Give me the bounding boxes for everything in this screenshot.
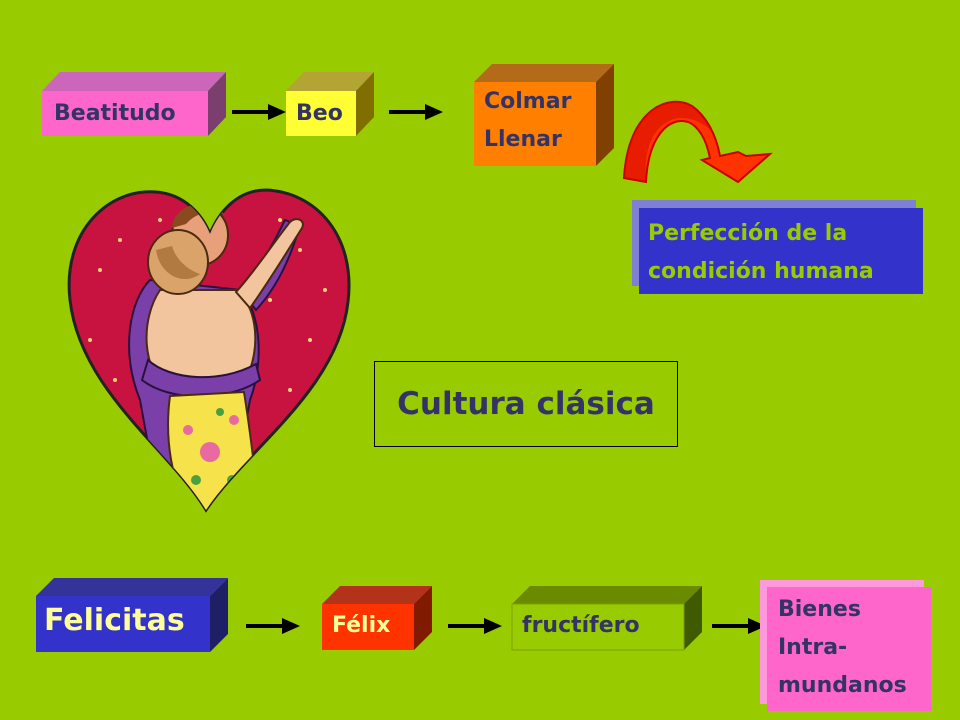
beo-box: Beo xyxy=(286,72,374,136)
beatitudo-box-shape xyxy=(42,72,226,136)
beo-label: Beo xyxy=(296,101,343,126)
felicitas-label: Felicitas xyxy=(44,603,185,638)
beo-box-shape xyxy=(286,72,374,136)
colmar-llenar-box-shape xyxy=(474,64,614,166)
arrow-right-icon xyxy=(232,104,286,120)
fructifero-box-shape xyxy=(511,586,702,651)
perfeccion-line2: condición humana xyxy=(648,259,874,284)
felix-label: Félix xyxy=(332,613,391,638)
bienes-line3: mundanos xyxy=(778,673,907,698)
felicitas-box: Felicitas xyxy=(36,578,228,652)
llenar-label: Llenar xyxy=(484,127,562,152)
bienes-box: Bienes Intra- mundanos xyxy=(760,580,932,712)
arrow-right-icon xyxy=(448,618,502,634)
colmar-label: Colmar xyxy=(484,89,572,114)
felix-box-shape xyxy=(322,586,432,650)
arrow-right-icon xyxy=(712,618,766,634)
bienes-line1: Bienes xyxy=(778,597,861,622)
perfeccion-line1: Perfección de la xyxy=(648,221,848,246)
colmar-llenar-box: Colmar Llenar xyxy=(474,64,614,166)
fructifero-label: fructífero xyxy=(522,613,640,638)
bienes-line2: Intra- xyxy=(778,635,848,660)
perfeccion-box-face xyxy=(639,208,923,294)
bienes-box-face xyxy=(767,587,931,711)
perfeccion-box: Perfección de la condición humana xyxy=(632,200,924,296)
cultura-clasica-label: Cultura clásica xyxy=(397,386,655,422)
felix-box: Félix xyxy=(322,586,432,650)
arrow-right-icon xyxy=(246,618,300,634)
curved-arrow-icon xyxy=(622,100,773,184)
arrow-right-icon xyxy=(389,104,443,120)
beatitudo-box: Beatitudo xyxy=(42,72,226,136)
heart-couple-illustration xyxy=(67,188,351,513)
fructifero-box: fructífero xyxy=(511,586,702,651)
felicitas-box-shape xyxy=(36,578,228,652)
beatitudo-label: Beatitudo xyxy=(54,101,176,126)
cultura-clasica-box: Cultura clásica xyxy=(374,361,678,447)
